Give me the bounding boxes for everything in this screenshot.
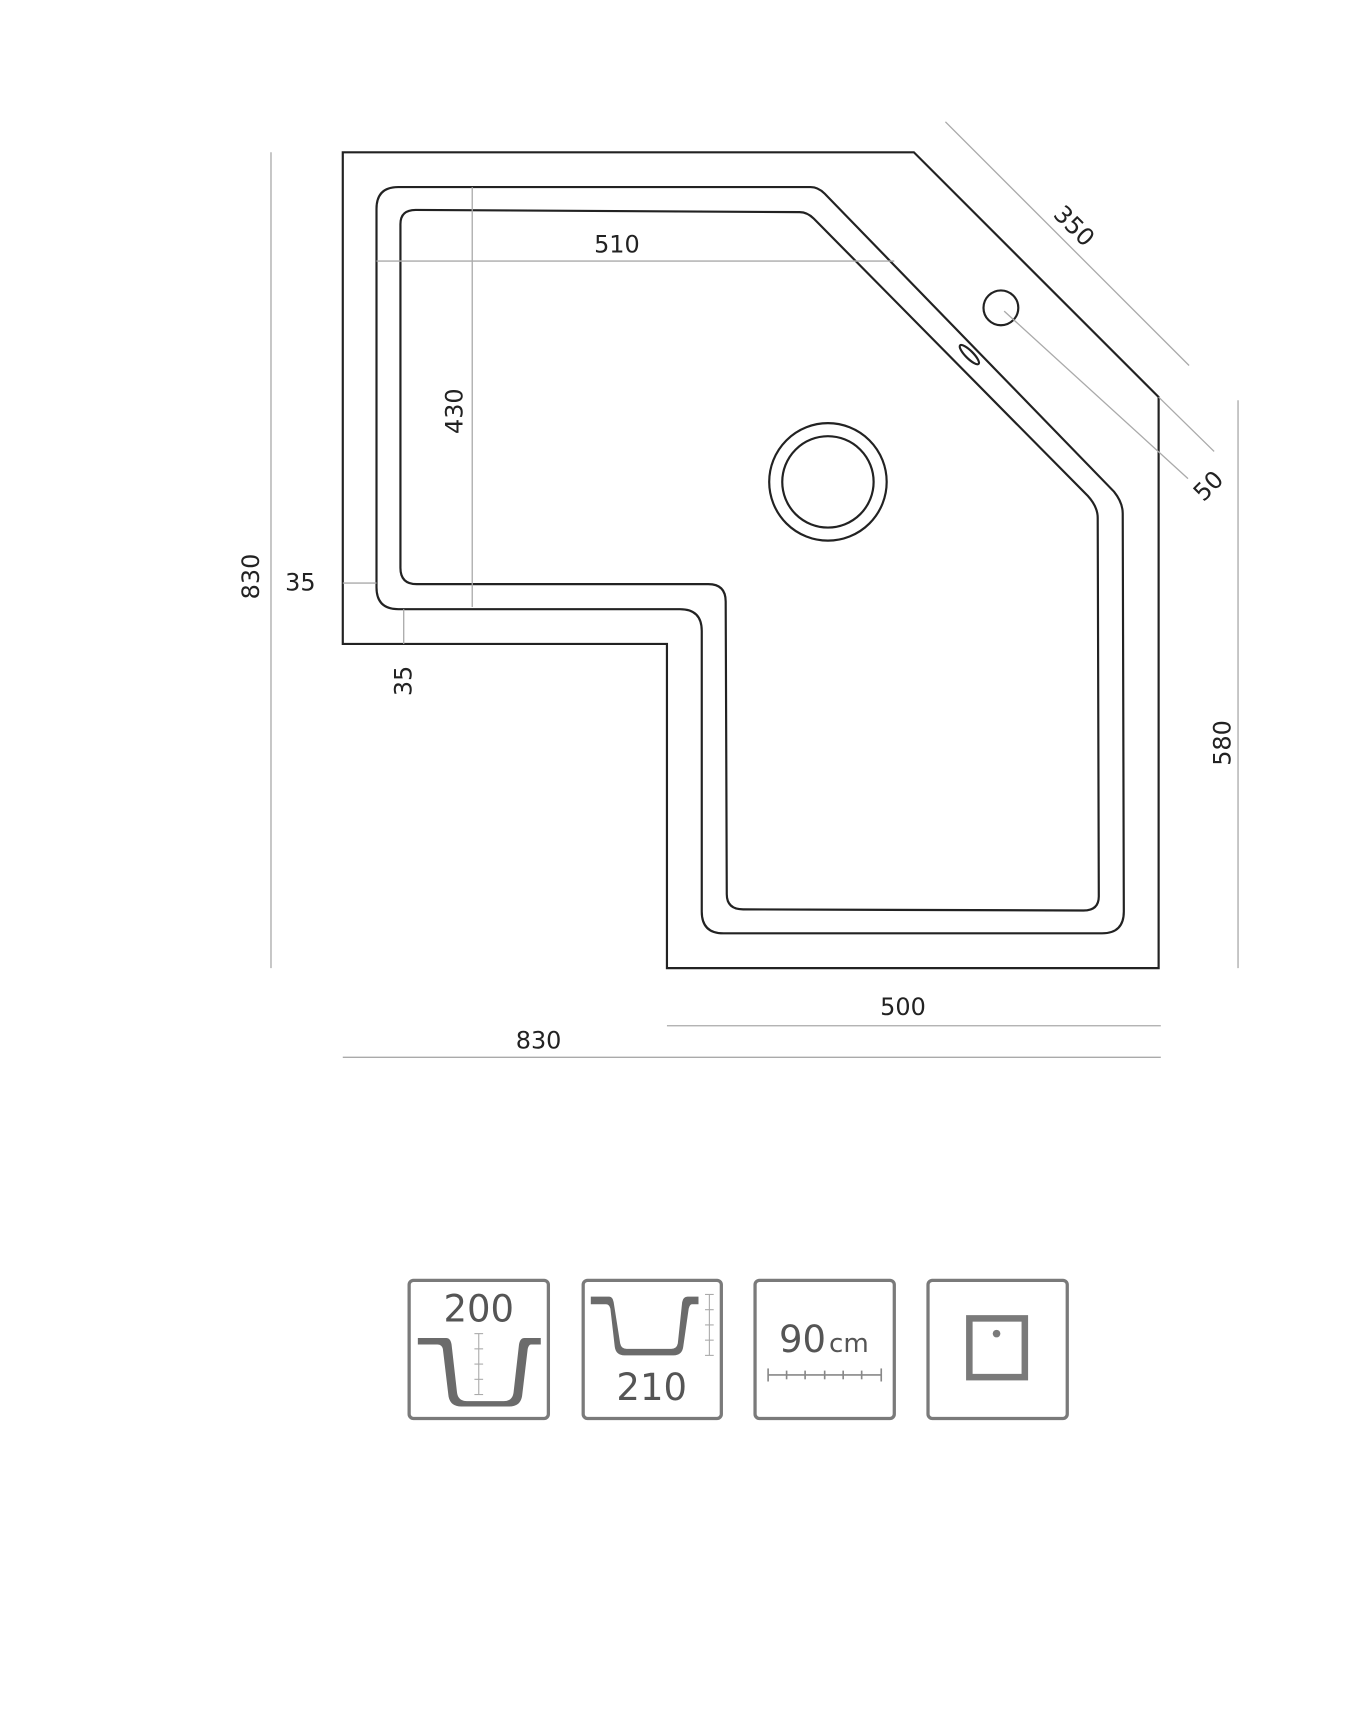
bowl-depth-alt-icon: 210 — [581, 1278, 723, 1421]
tap-hole-icon — [926, 1278, 1069, 1421]
drain-outer — [768, 422, 888, 542]
dim-right-side: 580 — [1208, 720, 1236, 766]
cabinet-width-icon: 90 cm — [753, 1278, 896, 1421]
dim-rim-side: 35 — [285, 569, 315, 597]
sink-rim — [375, 186, 1125, 935]
dim-total-width: 830 — [516, 1027, 562, 1055]
svg-text:cm: cm — [829, 1329, 869, 1359]
svg-text:210: 210 — [616, 1366, 687, 1409]
dim-bowl-depth: 430 — [440, 388, 468, 434]
svg-text:90: 90 — [779, 1318, 826, 1361]
bowl-edge — [399, 208, 1100, 912]
dim-rim-bottom: 35 — [389, 666, 417, 696]
sink-outer-edge — [341, 151, 1160, 970]
bowl-depth-icon: 200 — [407, 1278, 551, 1421]
dim-bowl-width: 510 — [594, 230, 640, 258]
drain-inner — [781, 435, 875, 529]
overflow-slot — [958, 343, 981, 366]
dimension-lines — [270, 121, 1239, 1058]
dim-diagonal: 350 — [1048, 200, 1100, 252]
tap-hole — [982, 289, 1020, 327]
sink-outline — [341, 151, 1160, 970]
dim-total-height: 830 — [237, 554, 265, 600]
dim-tap-offset: 50 — [1188, 465, 1229, 506]
dim-bottom-width: 500 — [880, 993, 926, 1021]
svg-text:200: 200 — [443, 1288, 514, 1331]
